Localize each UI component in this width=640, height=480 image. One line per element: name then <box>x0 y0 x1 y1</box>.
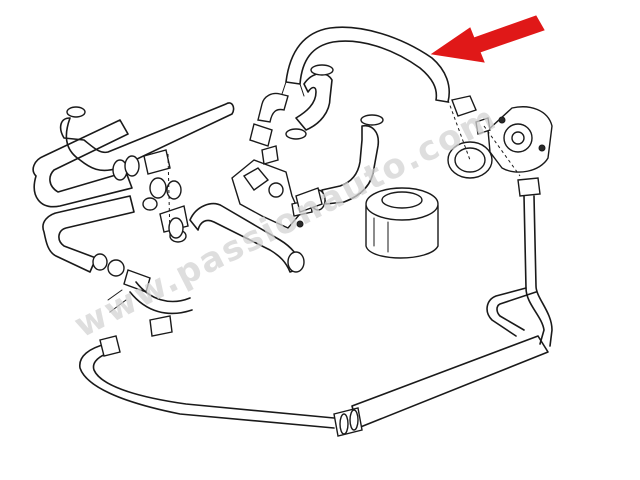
center-lower-hose <box>168 202 305 273</box>
small-hose-segment-top <box>285 64 334 140</box>
upper-elbow-fitting <box>249 92 289 147</box>
upper-return-hose <box>281 26 450 103</box>
highlight-arrow-icon <box>430 15 545 63</box>
bleed-tube-fitting <box>107 281 193 337</box>
oil-filter <box>365 187 439 259</box>
left-lower-hose <box>42 195 151 293</box>
lower-long-pipe <box>79 287 537 429</box>
oil-cooler-console <box>447 95 553 179</box>
right-vertical-pipe <box>517 177 553 347</box>
lower-return-hose <box>333 335 549 437</box>
left-upper-hose <box>32 102 235 208</box>
thermostat-housing <box>231 145 313 229</box>
hose-clamps-group <box>112 149 189 243</box>
right-center-hose <box>295 114 384 213</box>
